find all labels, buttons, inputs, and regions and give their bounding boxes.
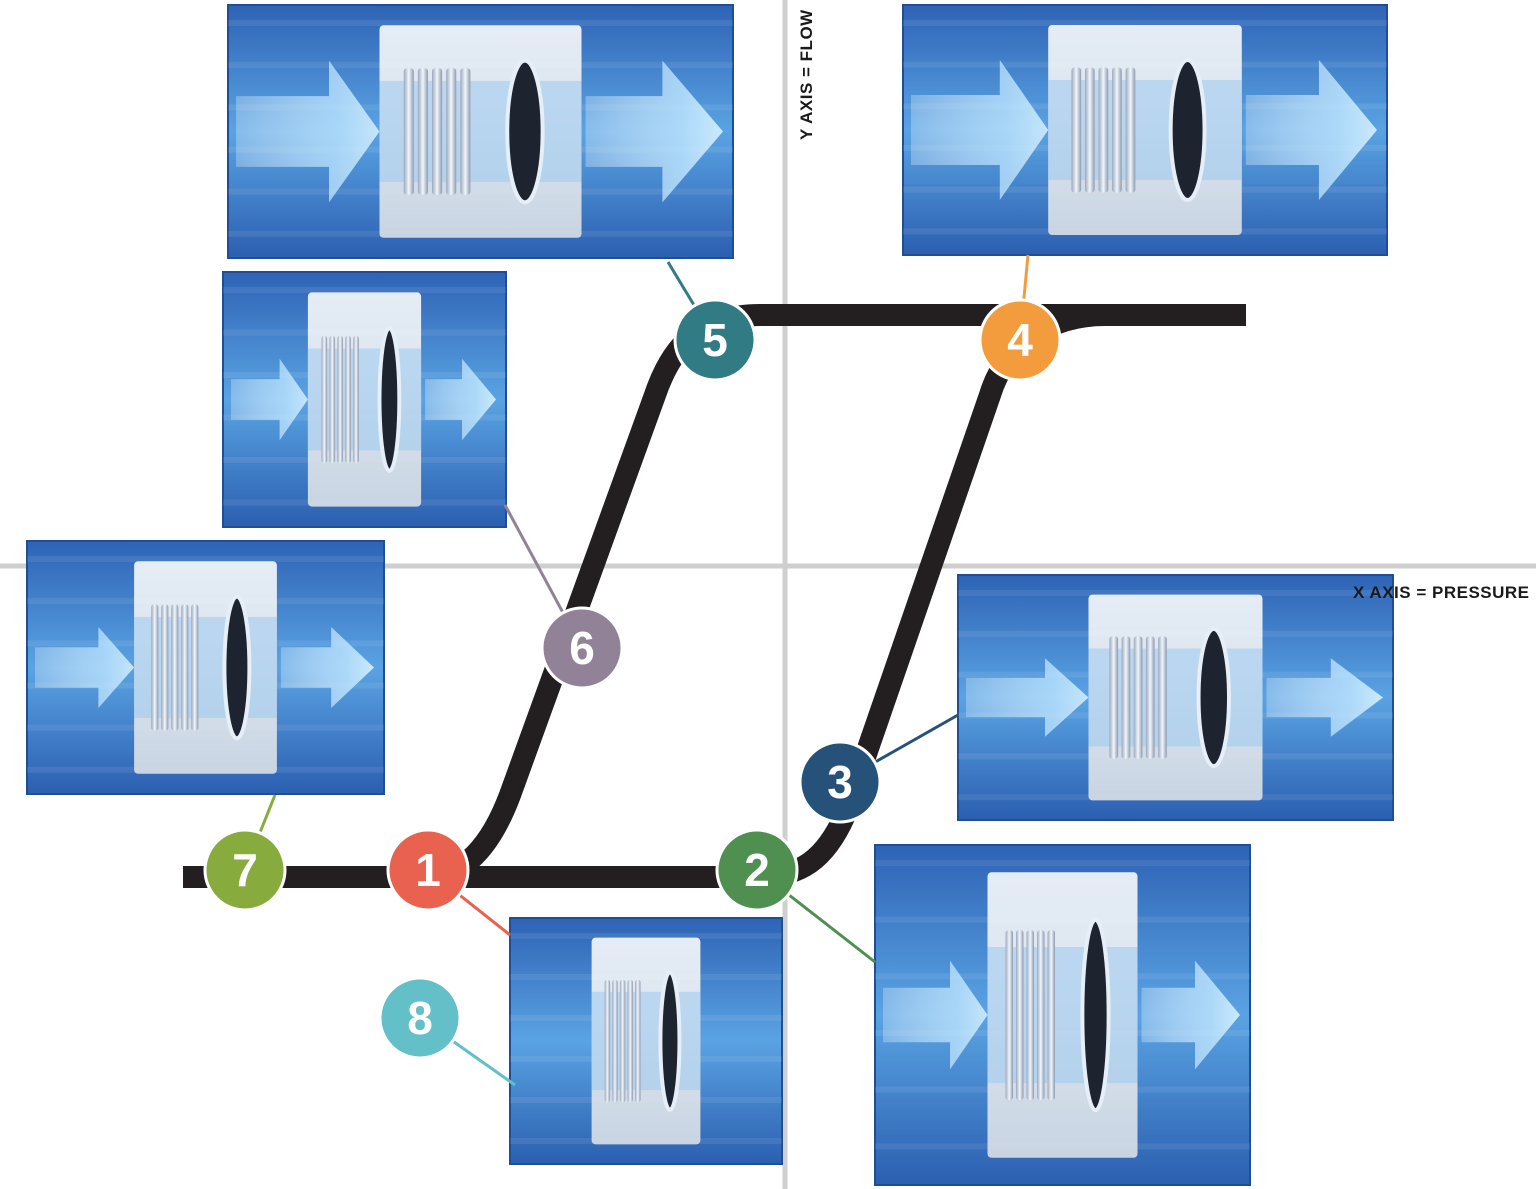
spring-coil: [1112, 67, 1122, 193]
flow-out-arrow: [585, 60, 723, 203]
step-number: 7: [232, 844, 258, 896]
flow-in-arrow: [231, 358, 308, 441]
spring-coil: [345, 335, 351, 464]
step-number: 2: [744, 844, 770, 896]
valve-panel-opening: [222, 271, 507, 528]
flow-in-arrow: [883, 960, 988, 1070]
valve-panel-open: [227, 4, 734, 259]
flow-out-arrow: [1266, 658, 1383, 737]
spring-coil: [337, 335, 343, 464]
step-badge-6: 6: [540, 606, 624, 690]
step-badge-7: 7: [203, 828, 287, 912]
flow-out-arrow: [1141, 960, 1240, 1070]
step-badges: 1 2 3 4 5 6 7 8: [203, 298, 1062, 1060]
spring-coil: [1121, 636, 1131, 759]
step-number: 5: [702, 314, 728, 366]
seal-ring: [377, 326, 402, 473]
seal-ring: [222, 594, 252, 741]
step-number: 8: [407, 992, 433, 1044]
flow-in-arrow: [35, 627, 135, 708]
spring-coil: [1016, 930, 1024, 1100]
spring-coil: [1098, 67, 1109, 193]
valve-panels: [26, 4, 1394, 1186]
valve-panel-opening: [26, 540, 385, 795]
x-axis-label: X AXIS = PRESSURE: [1353, 583, 1530, 602]
spring-coil: [353, 335, 359, 464]
spring-coil: [1109, 636, 1119, 759]
spring-coil: [1071, 67, 1082, 193]
spring-coil: [460, 68, 471, 195]
spring-coil: [191, 604, 199, 731]
seal-ring: [1168, 58, 1207, 202]
step-badge-2: 2: [715, 828, 799, 912]
spring-coil: [321, 335, 328, 464]
spring-coil: [635, 979, 641, 1103]
spring-coil: [1047, 930, 1055, 1100]
flow-in-arrow: [966, 658, 1089, 737]
spring-coil: [1084, 67, 1095, 193]
spring-coil: [1125, 67, 1136, 193]
valve-panel-closed: [509, 917, 783, 1165]
flow-in-arrow: [911, 60, 1049, 200]
spring-coil: [329, 335, 336, 464]
step-number: 6: [569, 622, 595, 674]
valve-panel-open: [902, 4, 1388, 256]
flow-out-arrow: [1245, 60, 1377, 200]
step-badge-8: 8: [378, 976, 462, 1060]
step-number: 4: [1007, 314, 1033, 366]
spring-coil: [432, 68, 443, 195]
y-axis-label: Y AXIS = FLOW: [797, 9, 816, 140]
seal-ring: [1196, 626, 1232, 769]
spring-coil: [619, 979, 626, 1103]
valve-panel-closing: [957, 574, 1394, 821]
spring-coil: [604, 979, 611, 1103]
valve-panel-closing: [874, 844, 1251, 1186]
spring-coil: [403, 68, 414, 195]
spring-coil: [1026, 930, 1034, 1100]
spring-coil: [151, 604, 159, 731]
flow-out-arrow: [280, 627, 374, 708]
step-badge-1: 1: [386, 828, 470, 912]
spring-coil: [612, 979, 618, 1103]
step-badge-4: 4: [978, 298, 1062, 382]
spring-coil: [1133, 636, 1143, 759]
spring-coil: [171, 604, 179, 731]
spring-coil: [1005, 930, 1013, 1100]
flow-out-arrow: [425, 358, 496, 441]
spring-coil: [1158, 636, 1167, 759]
step-badge-3: 3: [798, 740, 882, 824]
spring-coil: [627, 979, 633, 1103]
seal-ring: [658, 970, 682, 1112]
spring-coil: [161, 604, 169, 731]
step-badge-5: 5: [673, 298, 757, 382]
step-number: 1: [415, 844, 441, 896]
spring-coil: [446, 68, 457, 195]
spring-coil: [1145, 636, 1155, 759]
step-number: 3: [827, 756, 853, 808]
flow-in-arrow: [236, 60, 380, 203]
spring-coil: [417, 68, 428, 195]
seal-ring: [505, 58, 545, 205]
seal-ring: [1080, 917, 1111, 1113]
spring-coil: [181, 604, 189, 731]
spring-coil: [1037, 930, 1045, 1100]
